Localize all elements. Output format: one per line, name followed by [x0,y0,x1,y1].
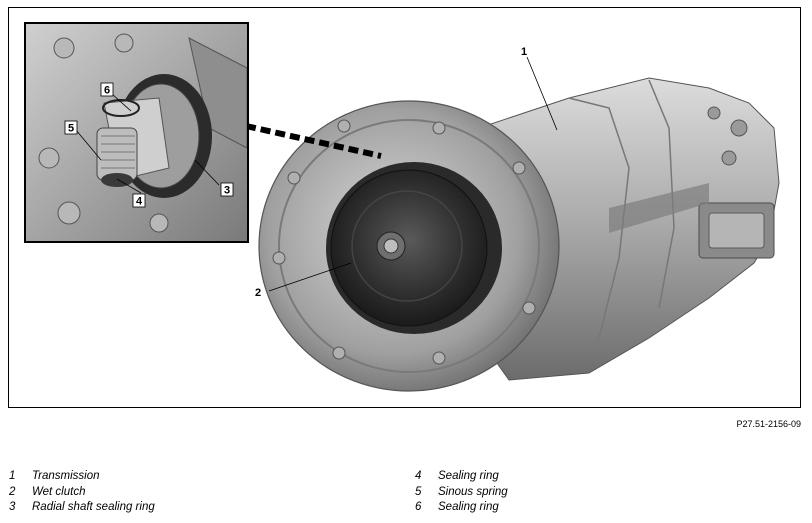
legend-number: 4 [415,470,422,482]
wet-clutch [326,162,502,334]
legend-number: 3 [9,501,16,513]
callout-4: 4 [136,196,143,208]
callout-box-4 [132,193,146,208]
detail-inset: 6 5 4 3 [24,22,249,243]
figure-reference-code: P27.51-2156-09 [736,419,801,429]
inset-connector [245,123,382,159]
transmission-illustration: 6 5 4 3 1 2 [24,22,780,392]
legend-number: 6 [415,501,422,513]
legend-item: 2 Wet clutch [9,485,155,501]
legend-label: Wet clutch [32,485,86,498]
legend-number: 2 [9,485,16,498]
legend-item: 3 Radial shaft sealing ring [9,500,155,516]
legend-label: Sealing ring [438,470,499,482]
callout-box-6 [100,82,114,97]
legend-number: 1 [9,470,16,482]
legend-number: 5 [415,485,422,498]
callout-box-5 [64,120,78,135]
legend-label: Sinous spring [438,485,508,498]
legend-item: 5 Sinous spring [415,485,508,501]
callout-1: 1 [521,46,527,58]
legend-column-left: 1 Transmission 2 Wet clutch 3 Radial shaft … [9,469,155,516]
callout-5: 5 [68,123,74,135]
callout-6: 6 [104,85,110,97]
legend-label: Radial shaft sealing ring [32,501,155,513]
callout-2: 2 [255,287,261,299]
callout-3: 3 [224,185,230,197]
legend-item: 4 Sealing ring [415,469,508,485]
diagram-frame: 6 5 4 3 1 2 [8,7,801,408]
callout-box-3 [220,182,234,197]
transmission-housing [478,77,780,381]
legend-item: 1 Transmission [9,469,155,485]
legend-label: Sealing ring [438,501,499,513]
legend-label: Transmission [32,470,100,482]
legend-item: 6 Sealing ring [415,500,508,516]
